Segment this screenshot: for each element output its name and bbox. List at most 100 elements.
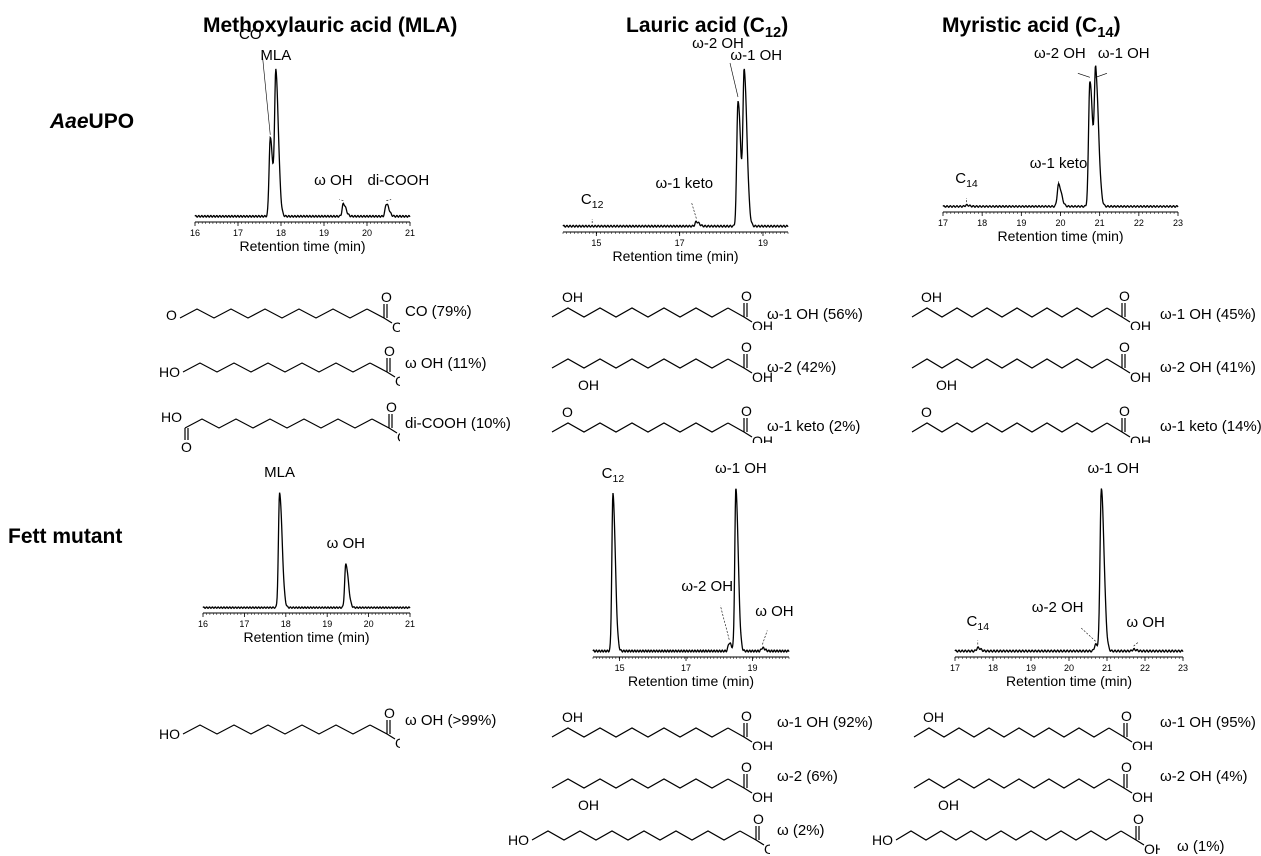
atom-label: OH — [562, 289, 583, 305]
x-axis-label: Retention time (min) — [627, 673, 755, 689]
x-axis-label: Retention time (min) — [612, 248, 739, 264]
atom-label: OH — [562, 709, 583, 725]
x-axis-label: Retention time (min) — [243, 629, 370, 645]
atom-label: O — [181, 439, 192, 455]
carboxyl-bonds — [727, 418, 753, 438]
product-label: ω-1 OH (95%) — [1160, 714, 1256, 731]
atom-label: OH — [578, 797, 599, 813]
column-title-myristic: Myristic acid (C14) — [942, 14, 1121, 42]
carbon-chain — [551, 422, 729, 433]
tick-label: 17 — [675, 238, 685, 248]
atom-label: O — [384, 708, 395, 721]
tick-label: 21 — [405, 619, 415, 629]
atom-label: O — [1119, 403, 1130, 419]
x-axis-label: Retention time (min) — [997, 228, 1124, 244]
carbon-chain — [913, 727, 1110, 738]
carbon-chain — [182, 724, 371, 735]
chromatogram-trace — [562, 68, 789, 228]
atom-label: HO — [508, 832, 529, 848]
atom-label: O — [741, 403, 752, 419]
product-label: ω (2%) — [777, 822, 825, 839]
product-label: ω-1 keto (14%) — [1160, 418, 1261, 435]
product-label: ω-2 (42%) — [767, 359, 837, 376]
peak-label: ω-1 OH — [714, 459, 767, 477]
row-title-fett-mutant: Fett mutant — [8, 525, 123, 548]
atom-label: OH — [395, 373, 400, 386]
atom-label: O — [1121, 759, 1132, 775]
peak-label: ω OH — [755, 602, 794, 620]
carboxyl-bonds — [727, 774, 753, 794]
x-axis-label: Retention time (min) — [1005, 673, 1133, 689]
peak-leader — [339, 199, 344, 201]
carbon-chain — [911, 358, 1108, 369]
product-label: ω-2 (6%) — [777, 768, 838, 785]
tick-label: 15 — [615, 663, 625, 673]
product-label: ω (1%) — [1177, 838, 1225, 855]
peak-leader — [1095, 73, 1108, 78]
product-label: CO (79%) — [405, 303, 472, 320]
carbon-chain — [184, 418, 373, 429]
peak-label: C14 — [966, 612, 990, 633]
carbon-chain — [551, 727, 729, 738]
chromatogram-plot: 15 17 19 — [562, 62, 789, 248]
x-ticks: 15 17 19 — [562, 232, 789, 248]
tick-label: 15 — [591, 238, 601, 248]
carboxyl-bonds — [369, 358, 396, 378]
carboxyl-bonds — [727, 354, 753, 374]
peak-leader — [729, 62, 739, 98]
row-title-aaeupo: AaeUPO — [50, 110, 135, 133]
carbon-chain — [551, 778, 729, 789]
atom-label: HO — [161, 409, 182, 425]
tick-label: 21 — [405, 228, 415, 238]
chromatogram-trace — [942, 65, 1179, 208]
tick-label: 20 — [1064, 663, 1074, 673]
atom-label: OH — [923, 709, 944, 725]
carboxyl-bonds — [1108, 774, 1133, 794]
tick-label: 19 — [758, 238, 768, 248]
atom-label: OH — [1130, 433, 1151, 443]
atom-label: OH — [938, 797, 959, 813]
tick-label: 18 — [977, 218, 987, 228]
chromatogram-trace — [592, 488, 790, 653]
chromatogram-trace — [194, 68, 411, 218]
carboxyl-bonds — [1120, 826, 1145, 846]
peak-label: ω OH — [1126, 614, 1165, 632]
product-label: ω-1 OH (92%) — [777, 714, 873, 731]
atom-label: O — [381, 292, 392, 305]
peak-label: C14 — [955, 170, 978, 191]
tick-label: 18 — [281, 619, 291, 629]
atom-label: O — [741, 708, 752, 724]
product-label: ω-1 keto (2%) — [767, 418, 861, 435]
peak-label: ω OH — [326, 535, 366, 552]
tick-label: 16 — [190, 228, 200, 238]
peak-leader — [261, 53, 271, 135]
atom-label: O — [741, 288, 752, 304]
carboxyl-bonds — [1106, 354, 1131, 374]
tick-label: 17 — [233, 228, 243, 238]
peak-label: ω-1 keto — [655, 174, 714, 192]
tick-label: 17 — [681, 663, 691, 673]
tick-label: 21 — [1095, 218, 1105, 228]
column-title-mla: Methoxylauric acid (MLA) — [203, 14, 458, 37]
peak-label: ω-1 OH — [730, 47, 783, 64]
atom-label: OH — [392, 319, 400, 332]
carboxyl-bonds — [739, 826, 765, 846]
